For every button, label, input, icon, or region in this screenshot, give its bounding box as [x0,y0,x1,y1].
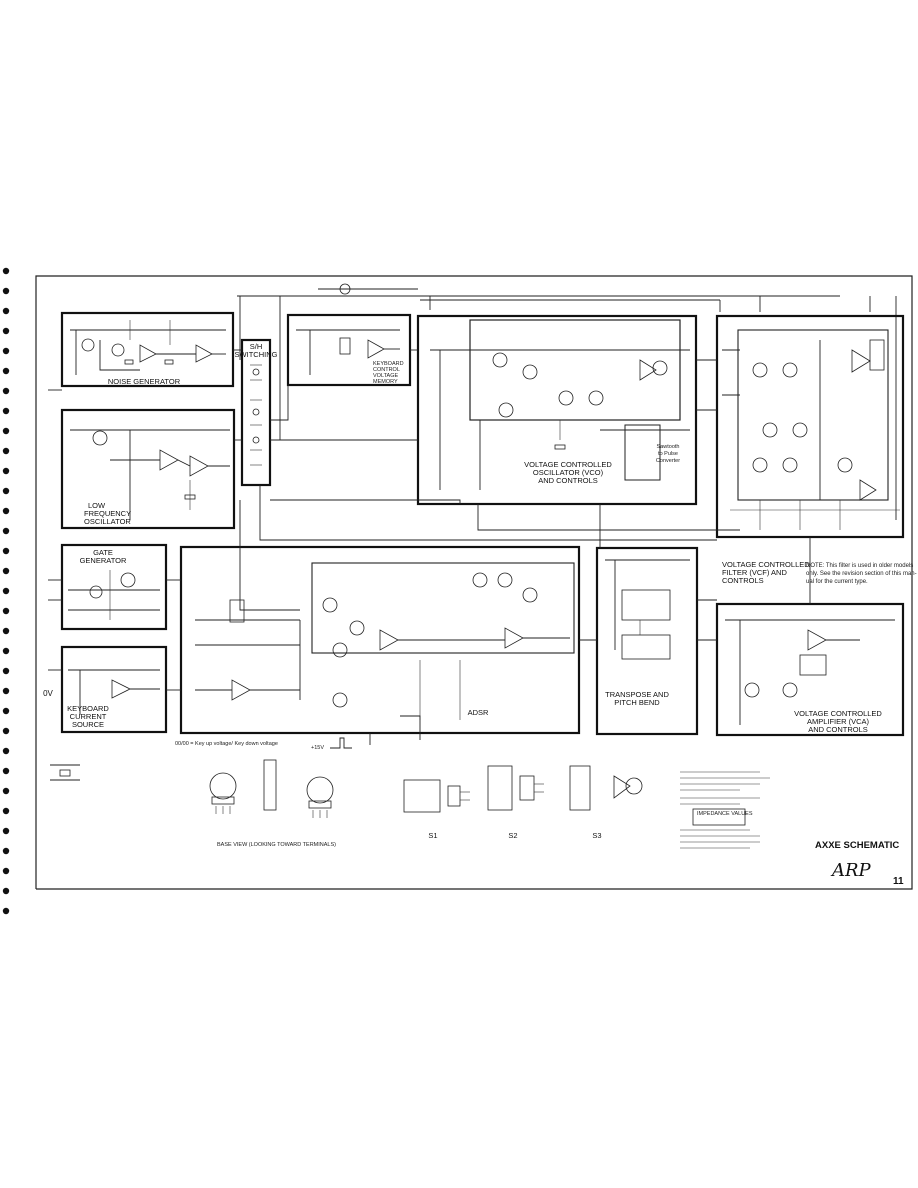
transpose-label-1: TRANSPOSE AND [605,690,669,699]
keyboard-memory-block: KEYBOARD CONTROL VOLTAGE MEMORY [286,313,412,387]
vcf-note-2: only. See the revision section of this m… [806,571,917,577]
vco-label-2: OSCILLATOR (VCO) [533,468,604,477]
page-number: 11 [893,876,904,887]
kbd-memory-label-4: MEMORY [373,379,398,385]
lfo-label-1: LOW [88,501,106,510]
switch-s2-label: S2 [508,831,517,840]
kbd-current-label-3: SOURCE [72,720,104,729]
kbd-current-label-2: CURRENT [70,712,107,721]
switch-s1-drawing [403,779,470,813]
vco-label-3: AND CONTROLS [538,476,598,485]
vcf-label-1: VOLTAGE CONTROLLED [722,560,810,569]
sh-label-1: S/H [250,342,263,351]
sh-switching-block: S/H SWITCHING [235,338,278,487]
vcf-block [715,314,905,539]
saw-label-1: Sawtooth [657,444,680,450]
lfo-label-3: OSCILLATOR [84,517,131,526]
vcf-label-2: FILTER (VCF) AND [722,568,787,577]
gate-label-1: GATE [93,548,113,557]
vca-block: VOLTAGE CONTROLLED AMPLIFIER (VCA) AND C… [715,602,905,737]
noise-generator-label: NOISE GENERATOR [108,377,181,386]
kbd-memory-label-2: CONTROL [373,367,400,373]
switch-s3-label: S3 [592,831,601,840]
impedance-box-label: IMPEDANCE VALUES [697,811,753,817]
saw-label-2: to Pulse [658,451,678,457]
plus-15v-label: +15V [311,745,324,751]
vcf-label-3: CONTROLS [722,576,764,585]
switch-s2-drawing [487,765,544,811]
switch-s3-drawing [569,765,643,811]
top-bus [237,283,897,520]
kbd-memory-label-3: VOLTAGE [373,373,398,379]
kbd-memory-label-1: KEYBOARD [373,361,404,367]
transpose-block: TRANSPOSE AND PITCH BEND [595,546,699,736]
sheet-frame [35,275,913,890]
noise-circuit [70,320,226,375]
gate-label-2: GENERATOR [80,556,127,565]
vca-label-2: AMPLIFIER (VCA) [807,717,870,726]
arp-logo: ARP [830,860,872,881]
vcf-note-1: NOTE: This filter is used in older model… [806,563,913,569]
switch-s1-label: S1 [428,831,437,840]
transpose-label-2: PITCH BEND [614,698,660,707]
vco-label-1: VOLTAGE CONTROLLED [524,460,612,469]
notes-area [680,771,770,849]
saw-label-3: Converter [656,458,680,464]
lfo-block: LOW FREQUENCY OSCILLATOR [60,408,236,530]
noise-generator-block: NOISE GENERATOR [60,311,235,388]
keyboard-current-source-block: KEYBOARD CURRENT SOURCE [60,645,168,734]
schematic-title: AXXE SCHEMATIC [815,840,899,851]
power-circuit [50,764,80,781]
interconnect-wiring [48,349,811,745]
vcf-note-3: ual for the current type. [806,579,868,585]
kbd-current-label-1: KEYBOARD [67,704,109,713]
pulse-symbol [330,737,352,749]
gate-generator-block: GATE GENERATOR [60,543,168,631]
adsr-block: ADSR [179,545,581,735]
lfo-label-2: FREQUENCY [84,509,131,518]
vca-label-3: AND CONTROLS [808,725,868,734]
pinout-drawings [209,759,334,818]
sh-label-2: SWITCHING [235,350,278,359]
vca-label-1: VOLTAGE CONTROLLED [794,709,882,718]
adsr-label: ADSR [468,708,489,717]
binding-holes [2,267,10,915]
base-view-label: BASE VIEW (LOOKING TOWARD TERMINALS) [217,842,336,848]
vco-block: VOLTAGE CONTROLLED OSCILLATOR (VCO) AND … [416,314,698,506]
zero-volt-label: 0V [43,689,53,698]
keyup-note: 00/00 = Key up voltage/ Key down voltage [175,741,278,747]
